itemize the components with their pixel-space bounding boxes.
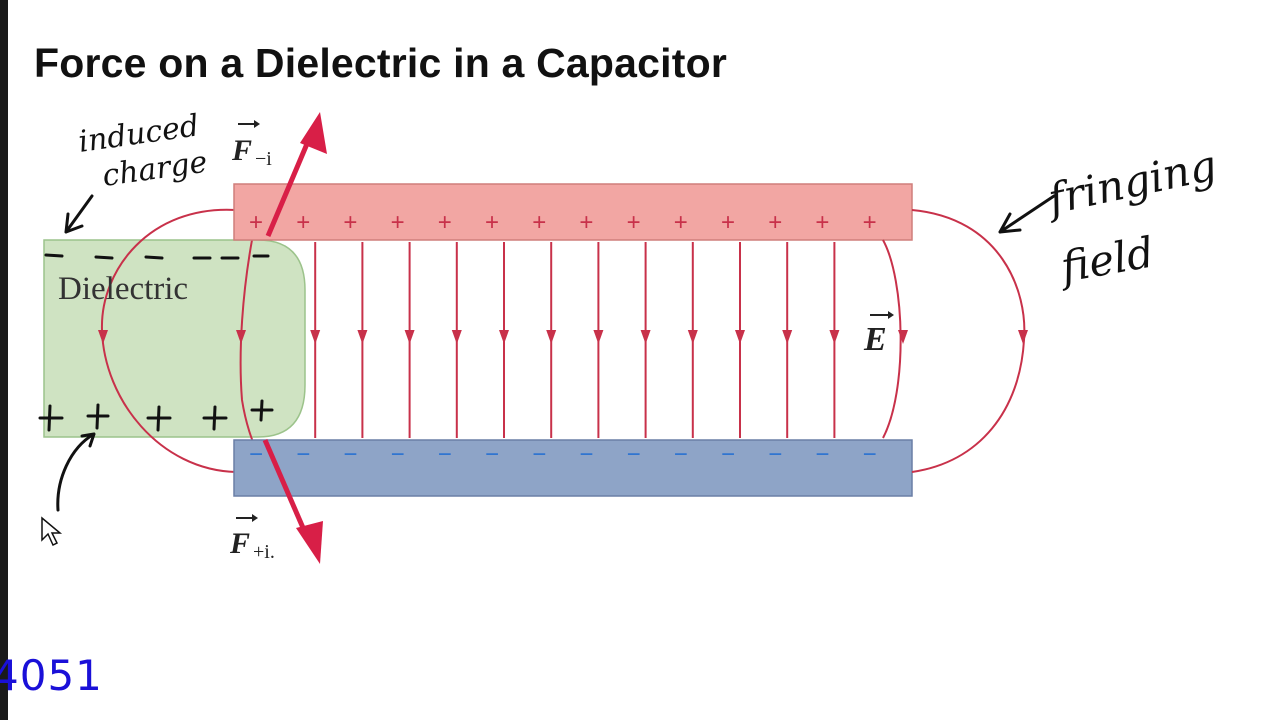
field-line-arrowhead	[640, 330, 651, 344]
induced-negative-charges	[44, 253, 270, 260]
field-line-arrowhead	[310, 330, 321, 344]
field-line-arrowhead	[735, 330, 745, 344]
minus-charge: −	[863, 441, 877, 468]
force-top-vector-arrowhead	[254, 120, 260, 128]
plus-charge: +	[532, 209, 546, 236]
minus-charge: −	[391, 441, 405, 468]
plus-charge: +	[863, 209, 877, 236]
induced-positive-charges	[38, 399, 274, 432]
left-edge-bar	[0, 0, 8, 720]
minus-charge: −	[768, 441, 782, 468]
minus-charge: −	[438, 441, 452, 468]
right-fringing-lines	[882, 209, 1026, 473]
minus-charge: −	[815, 441, 829, 468]
minus-charge: −	[721, 441, 735, 468]
annotation-fringing: fringing	[1041, 140, 1221, 224]
field-line-arrowhead	[357, 330, 368, 344]
annotation-fringing-arrow	[998, 194, 1056, 234]
force-top-subscript: −i	[255, 148, 272, 170]
field-vector-arrowhead	[888, 311, 894, 319]
minus-charge: −	[485, 441, 499, 468]
minus-charge: −	[343, 441, 357, 468]
force-bottom-label: F	[229, 527, 250, 560]
plus-charge: +	[815, 209, 829, 236]
mouse-cursor-icon	[41, 516, 63, 547]
field-line-arrowhead	[404, 330, 415, 344]
bottom-plate-negative	[233, 439, 913, 497]
minus-charge: −	[674, 441, 688, 468]
dielectric-label: Dielectric	[58, 271, 188, 307]
field-line-arrowhead	[687, 330, 698, 344]
fringe-arrow-left	[98, 330, 108, 344]
plus-charge: +	[296, 209, 310, 236]
plus-charge: +	[343, 209, 357, 236]
minus-charge: −	[579, 441, 593, 468]
top-plate-positive	[233, 183, 913, 241]
force-bottom-subscript: +i.	[253, 541, 275, 563]
field-label-e: E	[863, 321, 887, 358]
top-plate-charges: + + + + + + + + + + + + + +	[249, 209, 877, 236]
annotation-induced-arrow	[64, 194, 94, 234]
field-line-arrowhead	[829, 330, 840, 344]
annotation-positive-arrow	[56, 432, 96, 512]
plus-charge: +	[627, 209, 641, 236]
video-badge-number: 4051	[0, 651, 103, 700]
minus-charge: −	[249, 441, 263, 468]
slide-title: Force on a Dielectric in a Capacitor	[34, 40, 728, 86]
plus-charge: +	[721, 209, 735, 236]
plus-charge: +	[485, 209, 499, 236]
minus-charge: −	[296, 441, 310, 468]
plus-charge: +	[674, 209, 688, 236]
annotation-field: field	[1054, 227, 1157, 292]
force-bottom-vector-arrowhead	[252, 514, 258, 522]
field-line-arrowhead	[593, 330, 604, 344]
field-line-arrowhead	[546, 330, 557, 344]
field-line-arrowhead	[499, 330, 509, 344]
plus-charge: +	[391, 209, 405, 236]
fringe-arrow-outer	[1018, 330, 1028, 344]
minus-charge: −	[532, 441, 546, 468]
field-line-arrowhead	[451, 330, 462, 344]
field-line-arrowhead	[782, 330, 793, 344]
fringe-arrow-left-inner	[236, 330, 246, 344]
minus-charge: −	[627, 441, 641, 468]
force-top-label: F	[231, 134, 252, 167]
field-lines	[310, 242, 840, 438]
bottom-plate-charges: −−−−−−−−−−−−−−	[249, 441, 877, 468]
plus-charge: +	[579, 209, 593, 236]
dielectric-slab	[43, 239, 306, 438]
plus-charge: +	[768, 209, 782, 236]
plus-charge: +	[249, 209, 263, 236]
plus-charge: +	[438, 209, 452, 236]
force-arrow-down	[262, 439, 323, 564]
fringe-arrow-inner	[898, 330, 908, 344]
force-arrow-up	[265, 112, 327, 237]
